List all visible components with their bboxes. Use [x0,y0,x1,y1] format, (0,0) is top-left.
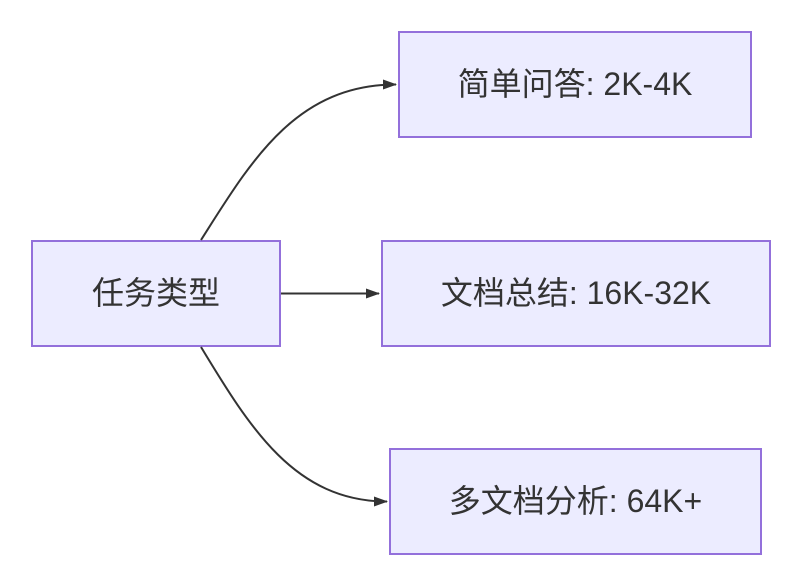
node-multi-doc-label: 多文档分析: 64K+ [448,483,703,520]
node-task-type-label: 任务类型 [91,275,220,312]
node-simple-qa-label: 简单问答: 2K-4K [457,66,693,103]
edge-task-to-simple-qa [200,79,397,241]
node-multi-doc: 多文档分析: 64K+ [389,448,762,555]
edge-task-to-multi-doc [200,346,388,507]
node-doc-summary: 文档总结: 16K-32K [381,240,771,347]
node-doc-summary-label: 文档总结: 16K-32K [440,275,712,312]
node-simple-qa: 简单问答: 2K-4K [398,31,752,138]
node-task-type: 任务类型 [31,240,281,347]
